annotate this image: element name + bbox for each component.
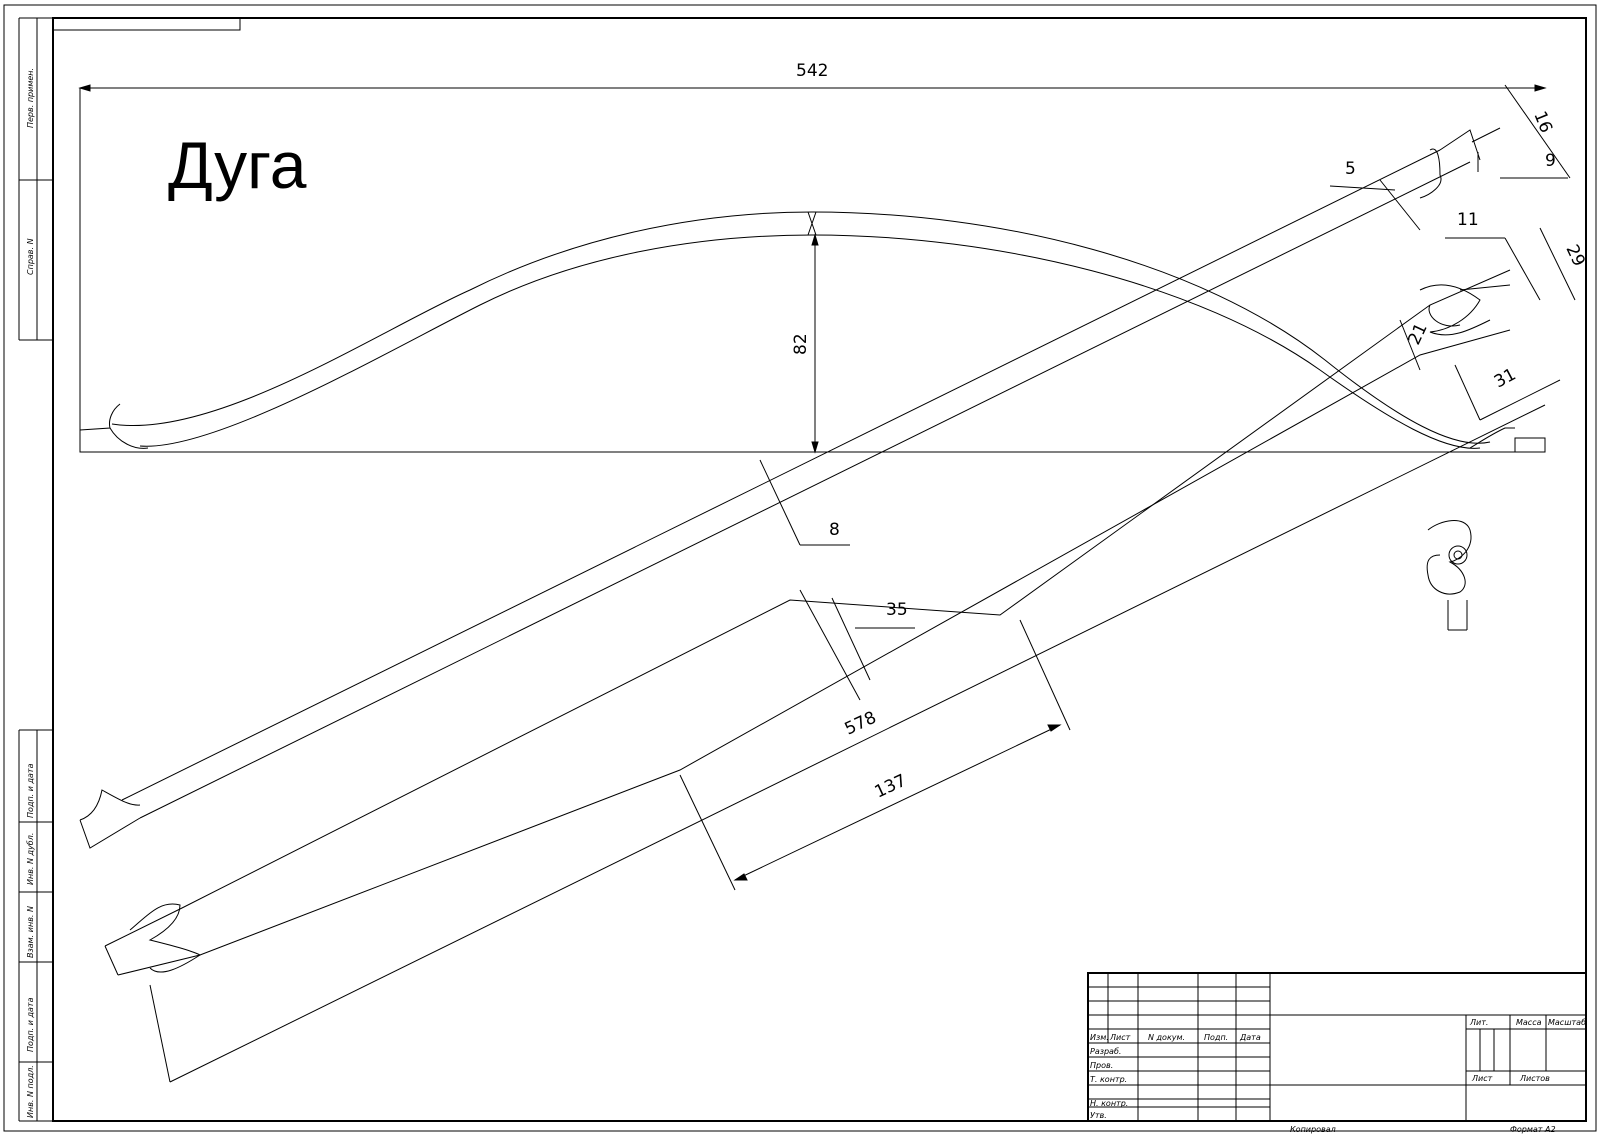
- dim-overall-length: 542: [796, 61, 828, 81]
- cross-section-detail: [1426, 520, 1472, 631]
- dim-rise: 82: [791, 333, 811, 355]
- tb-list-cell: Лист: [1471, 1074, 1493, 1083]
- tb-podp: Подп.: [1204, 1033, 1228, 1042]
- arc-outer: [111, 211, 1491, 444]
- title-block-labels: Изм. Лист N докум. Подп. Дата Разраб. Пр…: [1090, 1018, 1586, 1134]
- stamp-perv-primen: Перв. примен.: [26, 68, 35, 128]
- tb-razrab: Разраб.: [1090, 1047, 1121, 1056]
- tb-listov: Листов: [1519, 1074, 1550, 1083]
- dim-thickness: 8: [829, 520, 840, 540]
- arc-inner: [139, 234, 1481, 449]
- tb-n-dokum: N докум.: [1148, 1033, 1185, 1042]
- limb-strip-plan: [104, 269, 1546, 1083]
- outer-frame: [3, 4, 1597, 1132]
- dim-limb-width-a: 11: [1457, 210, 1479, 230]
- dimension-labels: 542 82 5 16 9 11 29 21 31 8 35 578 137: [791, 61, 1589, 803]
- drawing-title: Дуга: [168, 128, 307, 202]
- side-stamp-grid: [18, 17, 53, 1122]
- tb-list: Лист: [1109, 1033, 1131, 1042]
- stamp-podp-data-top: Подп. и дата: [26, 763, 35, 818]
- tb-kopiroval: Копировал: [1290, 1125, 1336, 1134]
- dim-center-width: 35: [886, 600, 908, 620]
- tb-prov: Пров.: [1090, 1061, 1113, 1070]
- tb-izm: Изм.: [1090, 1033, 1109, 1042]
- dim-tip-mid: 9: [1545, 151, 1556, 171]
- inner-frame: [52, 17, 1587, 1122]
- title-block-grid: [1087, 972, 1587, 1122]
- stamp-inv-podl: Инв. N подл.: [26, 1065, 35, 1118]
- tb-format: Формат A2: [1510, 1125, 1556, 1134]
- tb-lit: Лит.: [1469, 1018, 1488, 1027]
- arc-left-horn: [79, 403, 149, 449]
- arc-right-horn: [1469, 427, 1515, 449]
- top-left-mark: [53, 18, 241, 31]
- tb-massa: Масса: [1516, 1018, 1542, 1027]
- stamp-inv-dubl: Инв. N дубл.: [26, 833, 35, 885]
- tb-masshtab: Масштаб: [1548, 1018, 1586, 1027]
- tb-data: Дата: [1239, 1033, 1261, 1042]
- stamp-podp-data-bottom: Подп. и дата: [26, 997, 35, 1052]
- dim-grip-length: 137: [872, 771, 910, 803]
- dim-limb-width-b: 29: [1561, 242, 1588, 270]
- stamp-sprav-no: Справ. N: [26, 238, 35, 275]
- dim-limb-width-c: 21: [1404, 320, 1431, 348]
- dim-unbent-length: 578: [842, 708, 880, 740]
- arc-center-mark: [807, 211, 817, 236]
- tb-utv: Утв.: [1090, 1111, 1107, 1120]
- dim-tip-top: 16: [1529, 108, 1556, 136]
- side-view-box: [79, 88, 1546, 453]
- dim-tip-offset: 5: [1345, 159, 1356, 179]
- tb-t-kontr: Т. контр.: [1090, 1075, 1127, 1084]
- limb-strip-top: [79, 127, 1501, 849]
- dimension-lines: [78, 84, 1576, 891]
- side-stamp-labels: Перв. примен. Справ. N Подп. и дата Инв.…: [26, 68, 35, 1118]
- dim-tip-length: 31: [1491, 365, 1519, 393]
- stamp-vzam-inv: Взам. инв. N: [26, 906, 35, 958]
- tb-n-kontr: Н. контр.: [1090, 1099, 1128, 1108]
